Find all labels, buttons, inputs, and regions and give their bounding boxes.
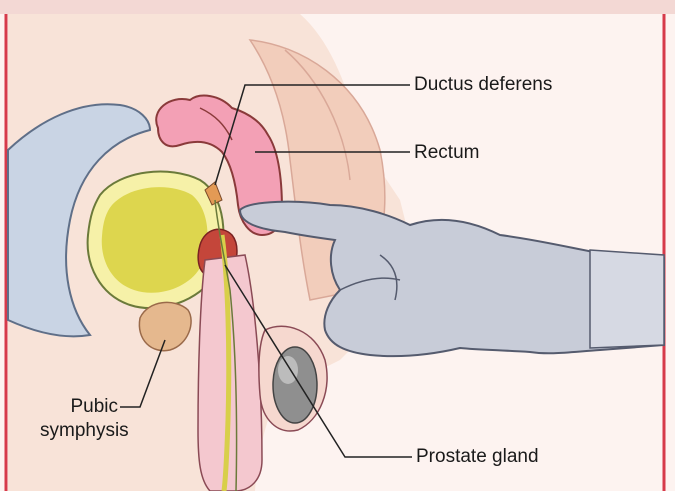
label-pubic: Pubic	[56, 396, 118, 418]
bladder-inner	[102, 187, 208, 293]
glove-cuff	[590, 250, 664, 348]
testis-highlight	[278, 356, 298, 384]
testis	[273, 347, 317, 423]
label-ductus-deferens: Ductus deferens	[414, 74, 552, 96]
frame-top-band	[0, 0, 675, 14]
label-symphysis: symphysis	[40, 420, 129, 442]
label-rectum: Rectum	[414, 142, 479, 164]
label-prostate-gland: Prostate gland	[416, 446, 539, 468]
